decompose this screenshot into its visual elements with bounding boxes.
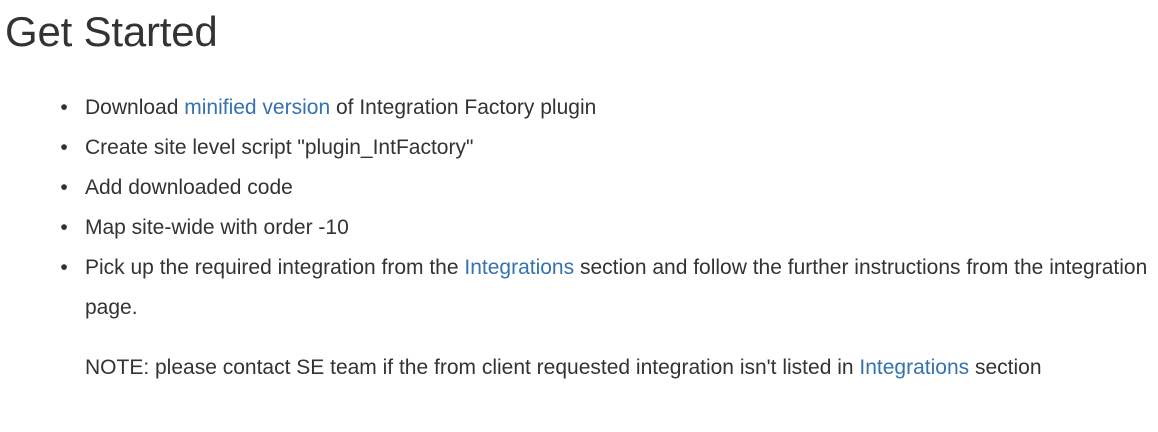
bullet-marker-icon: •	[60, 176, 68, 199]
list-item: • Map site-wide with order -10	[60, 208, 1158, 248]
note-text-segment: NOTE: please contact SE team if the from…	[85, 356, 860, 379]
bullet-marker-icon: •	[60, 136, 68, 159]
bullet-marker-icon: •	[60, 96, 68, 119]
list-item: • Download minified version of Integrati…	[60, 88, 1158, 128]
list-item: • Create site level script "plugin_IntFa…	[60, 128, 1158, 168]
note-paragraph: NOTE: please contact SE team if the from…	[85, 348, 1158, 388]
step-text-segment: Pick up the required integration from th…	[85, 256, 465, 279]
minified-version-link[interactable]: minified version	[184, 96, 331, 119]
step-text: Download minified version of Integration…	[85, 88, 1158, 128]
note-text-segment: section	[969, 356, 1042, 379]
step-text: Add downloaded code	[85, 176, 293, 199]
step-text-segment: of Integration Factory plugin	[330, 96, 597, 119]
bullet-marker-icon: •	[60, 256, 68, 279]
list-item: • Pick up the required integration from …	[60, 248, 1158, 388]
step-text-segment: Download	[85, 96, 185, 119]
get-started-steps-list: • Download minified version of Integrati…	[0, 88, 1158, 388]
integrations-link[interactable]: Integrations	[464, 256, 575, 279]
step-text: Create site level script "plugin_IntFact…	[85, 136, 474, 159]
list-item: • Add downloaded code	[60, 168, 1158, 208]
integrations-link-note[interactable]: Integrations	[859, 356, 970, 379]
page-title: Get Started	[5, 8, 218, 55]
bullet-marker-icon: •	[60, 216, 68, 239]
step-text-segment: section and follow the further instructi…	[85, 256, 1148, 319]
step-text: Pick up the required integration from th…	[85, 248, 1158, 328]
step-text: Map site-wide with order -10	[85, 216, 349, 239]
